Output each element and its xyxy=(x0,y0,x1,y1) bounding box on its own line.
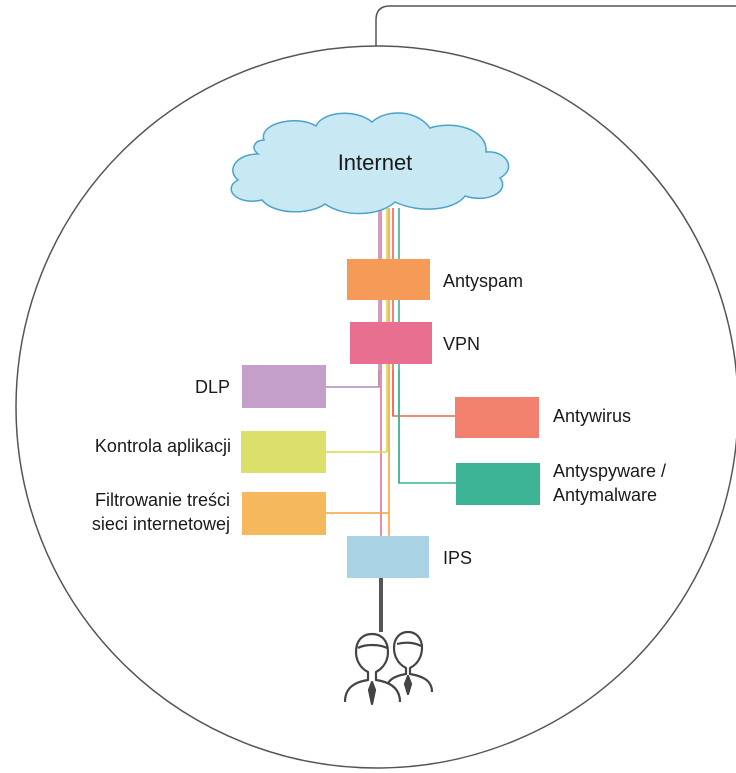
antyspy-box xyxy=(456,463,540,505)
antyspy-label-1: Antyspyware / xyxy=(553,461,666,481)
filter-label-1: Filtrowanie treści xyxy=(95,490,230,510)
dlp-label: DLP xyxy=(195,377,230,397)
ips-box xyxy=(347,536,429,578)
internet-cloud xyxy=(230,112,510,215)
apps-box xyxy=(241,431,326,473)
branch-dlp xyxy=(326,370,380,388)
antywirus-label: Antywirus xyxy=(553,406,631,426)
outer-frame xyxy=(375,5,736,46)
antyspam-label: Antyspam xyxy=(443,271,523,291)
boundary-circle xyxy=(15,45,736,769)
ips-label: IPS xyxy=(443,548,472,568)
dlp-box xyxy=(242,365,326,408)
apps-label: Kontrola aplikacji xyxy=(95,436,231,456)
branch-antywirus xyxy=(392,370,455,417)
antyspy-label-2: Antymalware xyxy=(553,485,657,505)
filter-box xyxy=(242,492,326,535)
filter-label-2: sieci internetowej xyxy=(92,514,230,534)
antyspam-box xyxy=(347,259,430,300)
users-icon xyxy=(343,630,434,706)
cloud-label: Internet xyxy=(338,150,413,175)
vpn-label: VPN xyxy=(443,334,480,354)
branch-antyspy xyxy=(398,370,456,484)
vpn-box xyxy=(350,322,432,364)
antywirus-box xyxy=(455,397,539,438)
